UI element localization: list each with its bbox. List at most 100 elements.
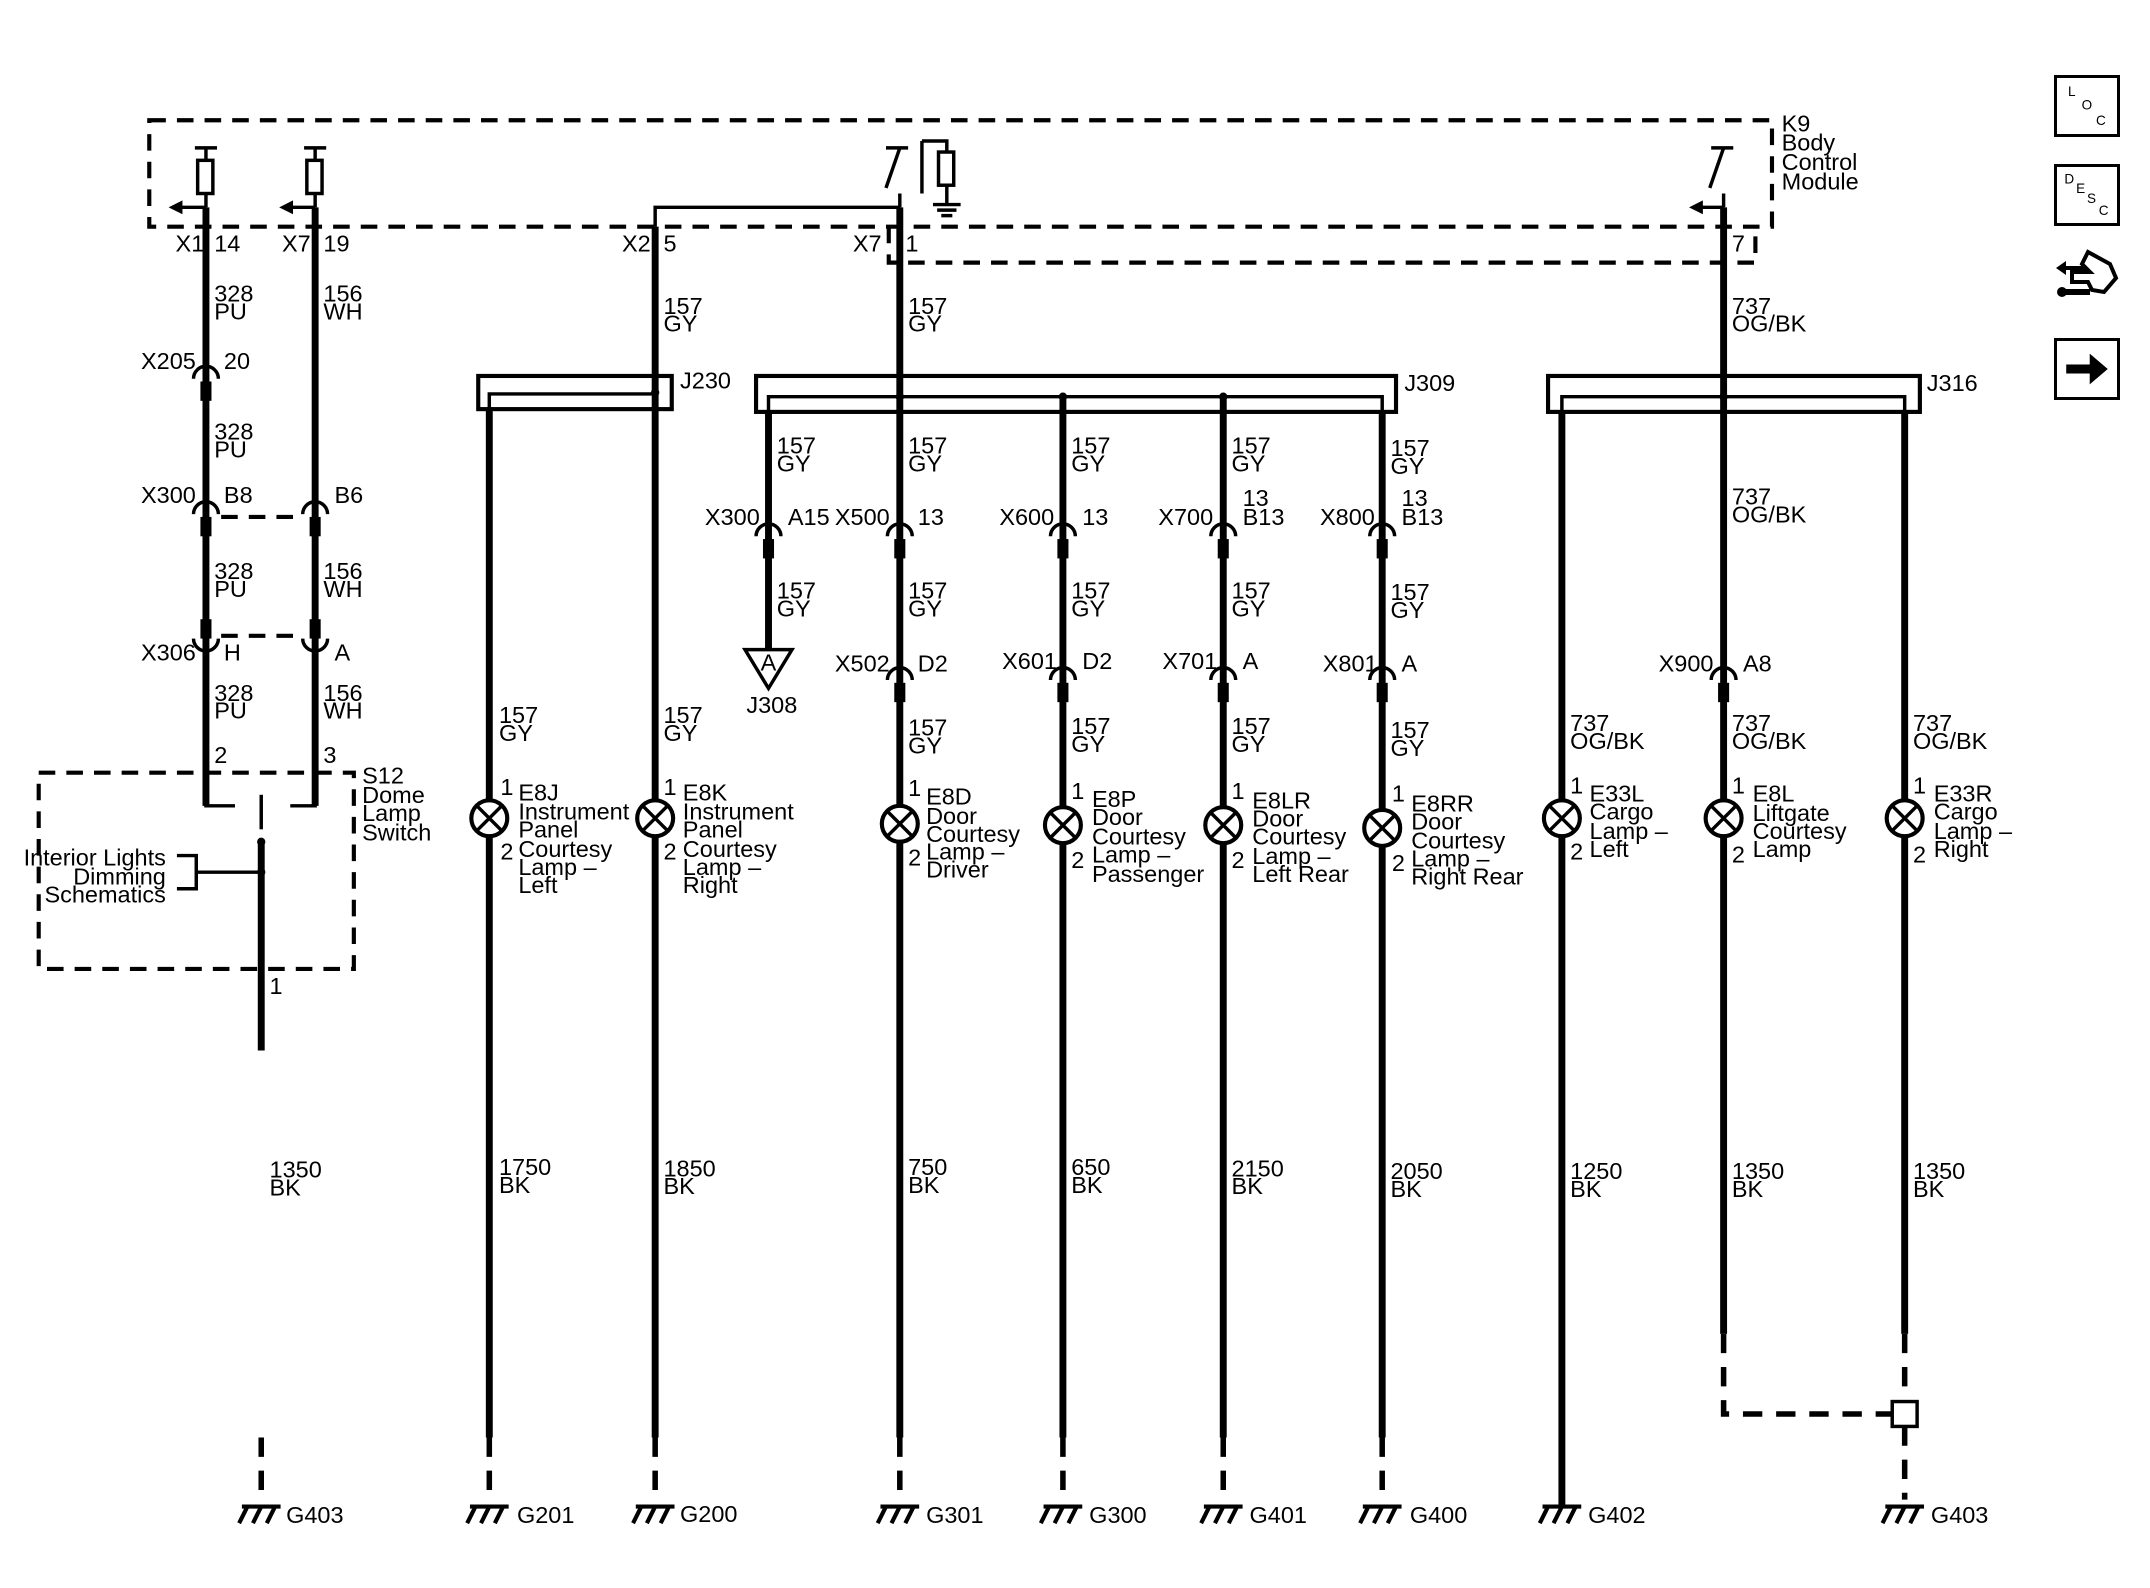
right-arrow-icon: [2066, 353, 2108, 385]
wire-circuit: 1350: [1732, 1158, 1784, 1184]
ground-label: G403: [286, 1502, 343, 1528]
bcm-pin-conn: X2: [622, 231, 651, 257]
wire-circuit: 1350: [270, 1157, 322, 1183]
inline-pin-label: 13: [1402, 485, 1428, 511]
lamp-desc: Courtesy: [1252, 824, 1346, 850]
splice-pack-j316: [1545, 373, 1922, 414]
location-letter: C: [2096, 113, 2106, 128]
location-button[interactable]: L O C: [2054, 75, 2120, 137]
splice-j309-label: J309: [1404, 370, 1455, 396]
wire-circuit: 737: [1732, 710, 1771, 736]
lamp-pin: 2: [1071, 847, 1084, 873]
lamp-pin: 1: [1071, 778, 1084, 804]
wire-color: GY: [499, 720, 533, 746]
wire-color: PU: [214, 576, 247, 602]
next-page-button[interactable]: [2054, 338, 2120, 400]
lamp-desc: Liftgate: [1753, 800, 1830, 826]
liftgate-ground-link: [1720, 1333, 1919, 1500]
bcm-pin-number: 19: [323, 231, 349, 257]
lamp-desc: Courtesy: [518, 836, 612, 862]
wire-color: PU: [214, 437, 247, 463]
lamp-pin: 1: [1392, 781, 1405, 807]
wire-circuit: 157: [777, 577, 816, 603]
switch-name-line-1: Dome: [362, 782, 425, 808]
wire-color: GY: [1390, 597, 1424, 623]
wire-color: GY: [1071, 595, 1105, 621]
wire-color: GY: [908, 732, 942, 758]
ground-g301-icon: [875, 1437, 920, 1525]
bcm-output-driver-liftgate: [1689, 146, 1734, 215]
wire-color: GY: [663, 720, 697, 746]
inline-connector-x306: [191, 619, 330, 653]
wire-circuit: 157: [1390, 435, 1429, 461]
wire-color: GY: [1390, 735, 1424, 761]
lamp-pin: 2: [663, 839, 676, 865]
inline-conn-label: X800: [1320, 504, 1375, 530]
inline-conn-label: X601: [1002, 648, 1057, 674]
splice-j308-flag: [741, 647, 796, 692]
wire-circuit: 737: [1732, 293, 1771, 319]
wire-color: GY: [908, 450, 942, 476]
lamp-e33r-bulb-icon: [1884, 798, 1925, 839]
lamp-id: E8K: [683, 779, 728, 805]
wire-circuit: 156: [323, 280, 362, 306]
wire-color: BK: [1570, 1176, 1602, 1202]
lamp-desc: Courtesy: [1092, 824, 1186, 850]
wire-color: BK: [1913, 1176, 1945, 1202]
bcm-internal-x2-link: [653, 205, 900, 227]
lamp-desc: Lamp –: [1590, 818, 1669, 844]
bcm-output-driver-x1: [168, 146, 218, 215]
wire-color: GY: [1071, 731, 1105, 757]
bcm-pin-number: 5: [663, 231, 676, 257]
lamp-desc: Lamp: [1753, 836, 1812, 862]
wire-color: BK: [1071, 1172, 1103, 1198]
wire-color: PU: [214, 698, 247, 724]
wire-circuit: 156: [323, 680, 362, 706]
wire-color: GY: [777, 595, 811, 621]
wire-circuit: 157: [1390, 717, 1429, 743]
lamp-desc: Lamp –: [1934, 818, 2013, 844]
wire-color: WH: [323, 698, 362, 724]
ground-label: G200: [680, 1501, 737, 1527]
location-letter: O: [2082, 98, 2093, 113]
inline-conn-label: X300: [705, 504, 760, 530]
wire-circuit: 2150: [1232, 1155, 1284, 1181]
lamp-id: E8P: [1092, 786, 1136, 812]
wire-circuit: 157: [1071, 713, 1110, 739]
wire-circuit: 157: [908, 293, 947, 319]
wire-color: OG/BK: [1732, 311, 1807, 337]
lamp-desc: Cargo: [1934, 799, 1998, 825]
wire-color: GY: [908, 311, 942, 337]
wire-color: OG/BK: [1570, 728, 1645, 754]
wire-circuit: 157: [1071, 432, 1110, 458]
bcm-x7-extension: [886, 226, 1758, 265]
dimming-ref-line-2: Dimming: [73, 864, 166, 890]
lamp-desc: Courtesy: [683, 836, 777, 862]
bcm-name-line-3: Module: [1782, 168, 1859, 194]
inline-conn-label: X600: [999, 504, 1054, 530]
wire-color: WH: [323, 576, 362, 602]
wire-color: GY: [663, 311, 697, 337]
bcm-pin-conn: X1: [176, 231, 205, 257]
wire-color: OG/BK: [1732, 728, 1807, 754]
lamp-e33l-bulb-icon: [1541, 798, 1582, 839]
lamp-pin: 2: [1913, 841, 1926, 867]
wire-circuit: 1850: [663, 1155, 715, 1181]
lamp-e8p-bulb-icon: [1042, 805, 1083, 846]
inline-conn-label: X700: [1158, 504, 1213, 530]
wire-color: GY: [1390, 453, 1424, 479]
ground-label: G401: [1250, 1502, 1307, 1528]
description-button[interactable]: D E S C: [2054, 164, 2120, 226]
switch-pin-label: 1: [270, 973, 283, 999]
lamp-id: E8J: [518, 779, 558, 805]
wire-color: GY: [1232, 450, 1266, 476]
bcm-pin-number: 1: [905, 231, 918, 257]
lamp-desc: Instrument: [518, 799, 629, 825]
lamp-desc: Courtesy: [1753, 818, 1847, 844]
dimming-ref-line-1: Interior Lights: [24, 844, 166, 870]
ground-g401-icon: [1199, 1437, 1243, 1525]
connector-end-view-button[interactable]: [2054, 244, 2120, 306]
switch-id: S12: [362, 763, 404, 789]
lamp-id: E8L: [1753, 781, 1795, 807]
lamp-id: E8D: [926, 783, 972, 809]
